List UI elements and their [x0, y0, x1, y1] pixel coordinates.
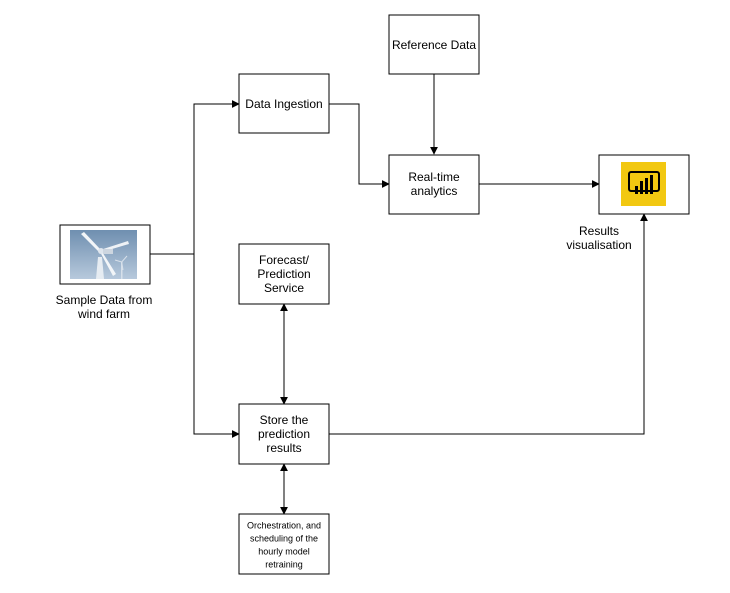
label-line: prediction: [258, 427, 310, 441]
label-line: Service: [264, 281, 304, 295]
orchestration-label: Orchestration, and scheduling of the hourl…: [247, 521, 321, 570]
label-line: results: [266, 441, 301, 455]
label-line: Prediction: [257, 267, 310, 281]
power-bi-icon: [621, 162, 666, 206]
edges: [150, 74, 648, 515]
label-line: hourly model: [258, 547, 310, 557]
edge-sample-to-data-ingestion: [193, 100, 240, 254]
label-line: Orchestration, and: [247, 521, 321, 531]
edge-store-to-visualisation: [329, 213, 648, 435]
data-ingestion-label: Data Ingestion: [245, 97, 322, 111]
label-line: Store the: [260, 413, 309, 427]
label-line: analytics: [411, 184, 458, 198]
label-line: Sample Data from: [56, 293, 153, 307]
label-line: Results: [579, 224, 619, 238]
label-line: wind farm: [77, 307, 130, 321]
edge-sample-to-store-results: [193, 254, 240, 438]
label-line: scheduling of the: [250, 534, 318, 544]
node-reference-data: Reference Data: [388, 14, 480, 75]
label-line: Real-time: [408, 170, 460, 184]
wind-turbine-icon: [70, 230, 137, 279]
label-line: Reference Data: [392, 38, 476, 52]
node-data-ingestion: Data Ingestion: [238, 73, 330, 134]
edge-data-ingestion-to-realtime: [329, 103, 390, 188]
label-line: Data Ingestion: [245, 97, 322, 111]
reference-data-label: Reference Data: [392, 38, 476, 52]
label-line: retraining: [265, 560, 303, 570]
label-line: Forecast/: [259, 253, 310, 267]
label-line: visualisation: [566, 238, 631, 252]
node-orchestration: Orchestration, and scheduling of the hourl…: [238, 513, 330, 575]
